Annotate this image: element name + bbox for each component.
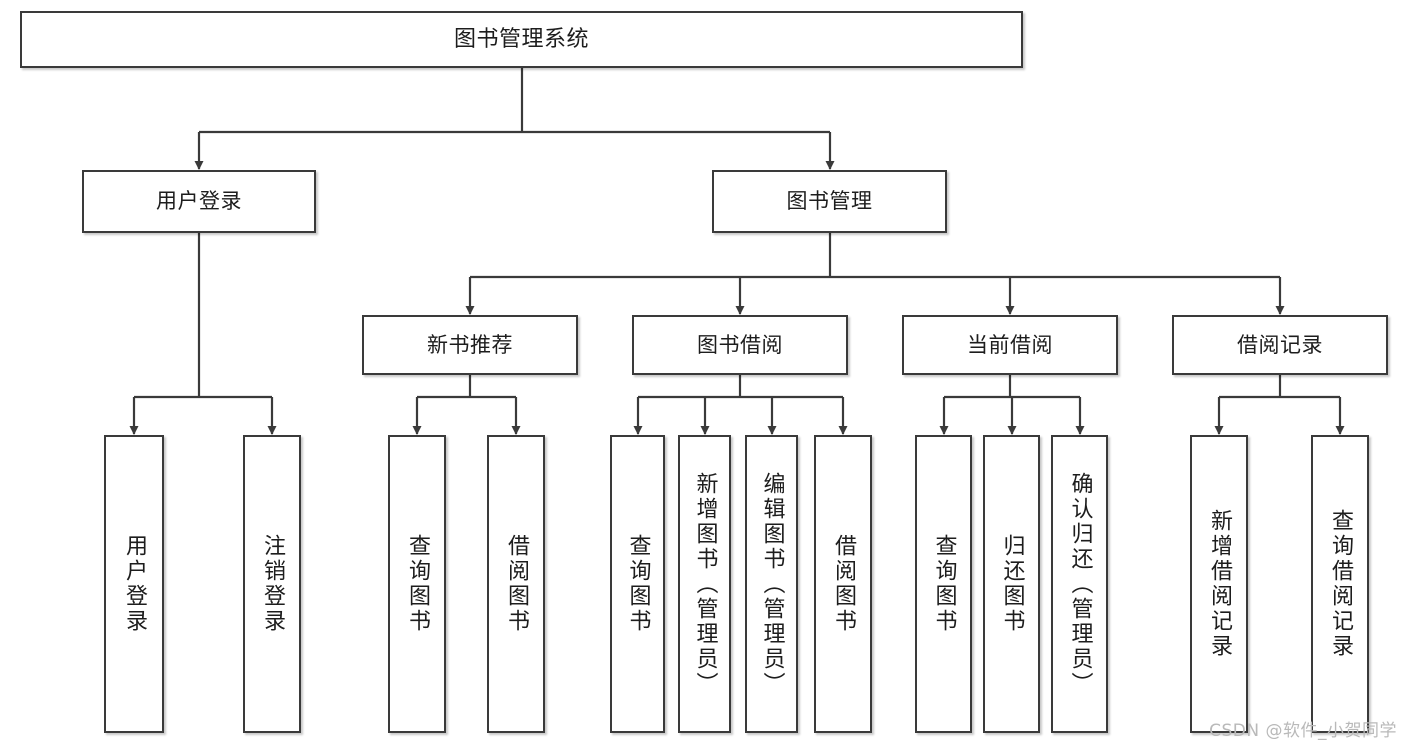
node-label-leaf-nb-query: 查询图书 — [405, 534, 430, 634]
node-current[interactable]: 当前借阅 — [902, 315, 1118, 375]
node-login[interactable]: 用户登录 — [82, 170, 316, 233]
node-newbook[interactable]: 新书推荐 — [362, 315, 578, 375]
node-label-login: 用户登录 — [156, 189, 242, 214]
node-label-leaf-b-edit: 编辑图书（管理员） — [759, 471, 785, 697]
node-leaf-c-confirm[interactable]: 确认归还（管理员） — [1051, 435, 1108, 733]
node-borrow[interactable]: 图书借阅 — [632, 315, 848, 375]
node-label-root: 图书管理系统 — [453, 26, 589, 52]
node-label-leaf-c-confirm: 确认归还（管理员） — [1067, 471, 1093, 697]
node-label-leaf-b-borrow: 借阅图书 — [831, 534, 856, 634]
node-leaf-b-edit[interactable]: 编辑图书（管理员） — [745, 435, 798, 733]
edge-group — [129, 68, 1345, 435]
node-label-leaf-b-query: 查询图书 — [625, 534, 651, 634]
node-leaf-logout[interactable]: 注销登录 — [243, 435, 301, 733]
node-label-leaf-r-query: 查询借阅记录 — [1328, 509, 1353, 659]
watermark-text: CSDN @软件_小贺同学 — [1209, 721, 1397, 741]
node-label-current: 当前借阅 — [967, 332, 1053, 357]
node-leaf-nb-borrow[interactable]: 借阅图书 — [487, 435, 545, 733]
node-label-borrow: 图书借阅 — [697, 332, 783, 357]
node-label-bookmgmt: 图书管理 — [786, 189, 873, 214]
node-label-leaf-nb-borrow: 借阅图书 — [504, 534, 529, 634]
node-records[interactable]: 借阅记录 — [1172, 315, 1388, 375]
node-label-leaf-c-query: 查询图书 — [931, 534, 957, 634]
node-label-newbook: 新书推荐 — [427, 332, 513, 357]
node-label-leaf-login: 用户登录 — [122, 534, 147, 634]
node-leaf-b-add[interactable]: 新增图书（管理员） — [678, 435, 731, 733]
node-leaf-nb-query[interactable]: 查询图书 — [388, 435, 446, 733]
node-root[interactable]: 图书管理系统 — [20, 11, 1023, 68]
node-label-leaf-logout: 注销登录 — [260, 534, 285, 634]
node-leaf-c-return[interactable]: 归还图书 — [983, 435, 1040, 733]
node-bookmgmt[interactable]: 图书管理 — [712, 170, 947, 233]
node-label-leaf-b-add: 新增图书（管理员） — [692, 471, 718, 697]
node-leaf-b-query[interactable]: 查询图书 — [610, 435, 665, 733]
node-leaf-login[interactable]: 用户登录 — [104, 435, 164, 733]
node-label-leaf-r-add: 新增借阅记录 — [1207, 509, 1232, 659]
node-leaf-c-query[interactable]: 查询图书 — [915, 435, 972, 733]
node-label-leaf-c-return: 归还图书 — [999, 534, 1025, 634]
node-label-records: 借阅记录 — [1237, 332, 1323, 357]
node-leaf-b-borrow[interactable]: 借阅图书 — [814, 435, 872, 733]
node-leaf-r-add[interactable]: 新增借阅记录 — [1190, 435, 1248, 733]
node-leaf-r-query[interactable]: 查询借阅记录 — [1311, 435, 1369, 733]
